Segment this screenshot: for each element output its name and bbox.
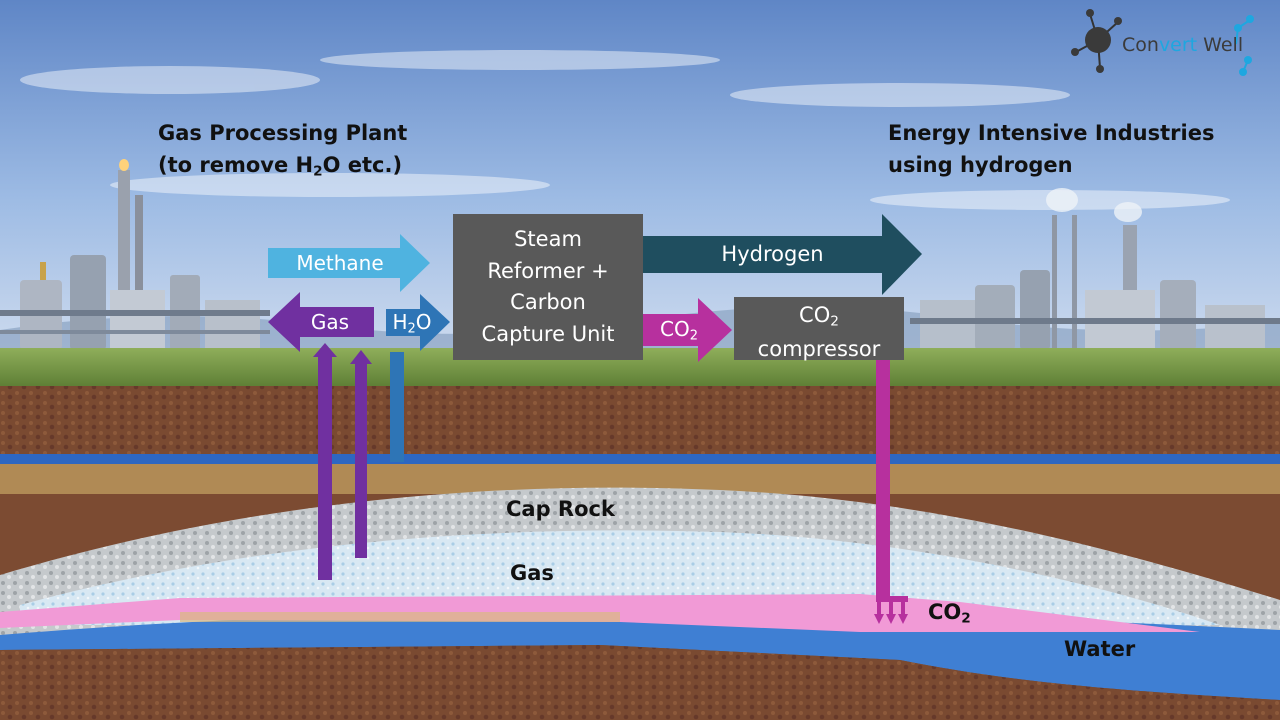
gas-well-arrowhead-2 (350, 350, 372, 364)
compressor-line2: compressor (757, 337, 881, 362)
logo-text-suffix: Well (1197, 34, 1244, 56)
steam-reformer-box: Steam Reformer + Carbon Capture Unit (453, 214, 643, 360)
reformer-line4: Capture Unit (481, 321, 615, 346)
gas-well-pipe-2 (355, 362, 367, 558)
co2-layer-label: CO2 (928, 600, 971, 626)
water-label-post: O (415, 310, 432, 334)
water-arrow-label: H2O (386, 310, 438, 336)
reformer-line1: Steam (514, 227, 582, 251)
water-label-sub: 2 (407, 321, 416, 337)
gas-arrow-label: Gas (310, 310, 350, 334)
co2-injection-arrowheads (874, 600, 908, 624)
gas-plant-line2-sub: 2 (313, 163, 323, 180)
compressor-line1: CO2 (734, 301, 904, 335)
reformer-line3: Carbon (510, 290, 586, 314)
water-label-pre: H (392, 310, 408, 334)
water-arrow (386, 294, 450, 351)
hydrogen-arrow (643, 214, 922, 295)
industries-heading-line1: Energy Intensive Industries (888, 121, 1215, 145)
convert-well-logo-icon (1071, 9, 1254, 76)
gas-well-arrowhead-1 (313, 343, 337, 357)
topsoil-layer (0, 386, 1280, 458)
compressor-line1-pre: CO (799, 303, 831, 327)
refinery-right-illustration (910, 188, 1280, 350)
industries-heading-line2: using hydrogen (888, 153, 1073, 177)
compressor-line1-sub: 2 (830, 313, 839, 330)
co2-arrow-label-sub: 2 (689, 328, 698, 344)
hydrogen-arrow-label: Hydrogen (721, 242, 824, 266)
gas-plant-line2-pre: (to remove H (158, 153, 314, 177)
logo-wordmark: Convert Well (1122, 34, 1243, 56)
water-pipe (390, 352, 404, 462)
bottom-soil (0, 645, 1280, 720)
gas-plant-line2-post: O etc.) (322, 153, 403, 177)
gas-arrow (268, 292, 374, 352)
co2-arrow (643, 298, 732, 362)
co2-arrow-label-pre: CO (660, 317, 690, 341)
refinery-left-illustration (0, 159, 270, 350)
co2-layer-label-pre: CO (928, 600, 962, 624)
co2-compressor-box: CO2 compressor (734, 297, 904, 362)
gas-layer-label: Gas (510, 561, 554, 585)
gas-well-pipe-1 (318, 355, 332, 580)
logo-text-prefix: Con (1122, 34, 1159, 56)
cap-rock-label: Cap Rock (506, 497, 615, 521)
co2-layer-label-sub: 2 (961, 610, 971, 627)
water-layer (0, 611, 1280, 700)
co2-injection-pipe (876, 358, 890, 598)
co2-arrow-label: CO2 (650, 317, 708, 343)
aquifer-line (0, 454, 1280, 464)
gas-plant-heading: Gas Processing Plant (to remove H2O etc.… (158, 117, 407, 187)
industries-heading: Energy Intensive Industries using hydrog… (888, 117, 1214, 181)
methane-arrow-label: Methane (296, 251, 384, 275)
reformer-line2: Reformer + (487, 258, 609, 283)
gas-plant-heading-line1: Gas Processing Plant (158, 121, 408, 145)
gas-plant-heading-line2: (to remove H2O etc.) (158, 149, 407, 187)
methane-arrow (268, 234, 430, 292)
logo-text-accent: vert (1158, 34, 1198, 56)
water-layer-label: Water (1064, 637, 1136, 661)
